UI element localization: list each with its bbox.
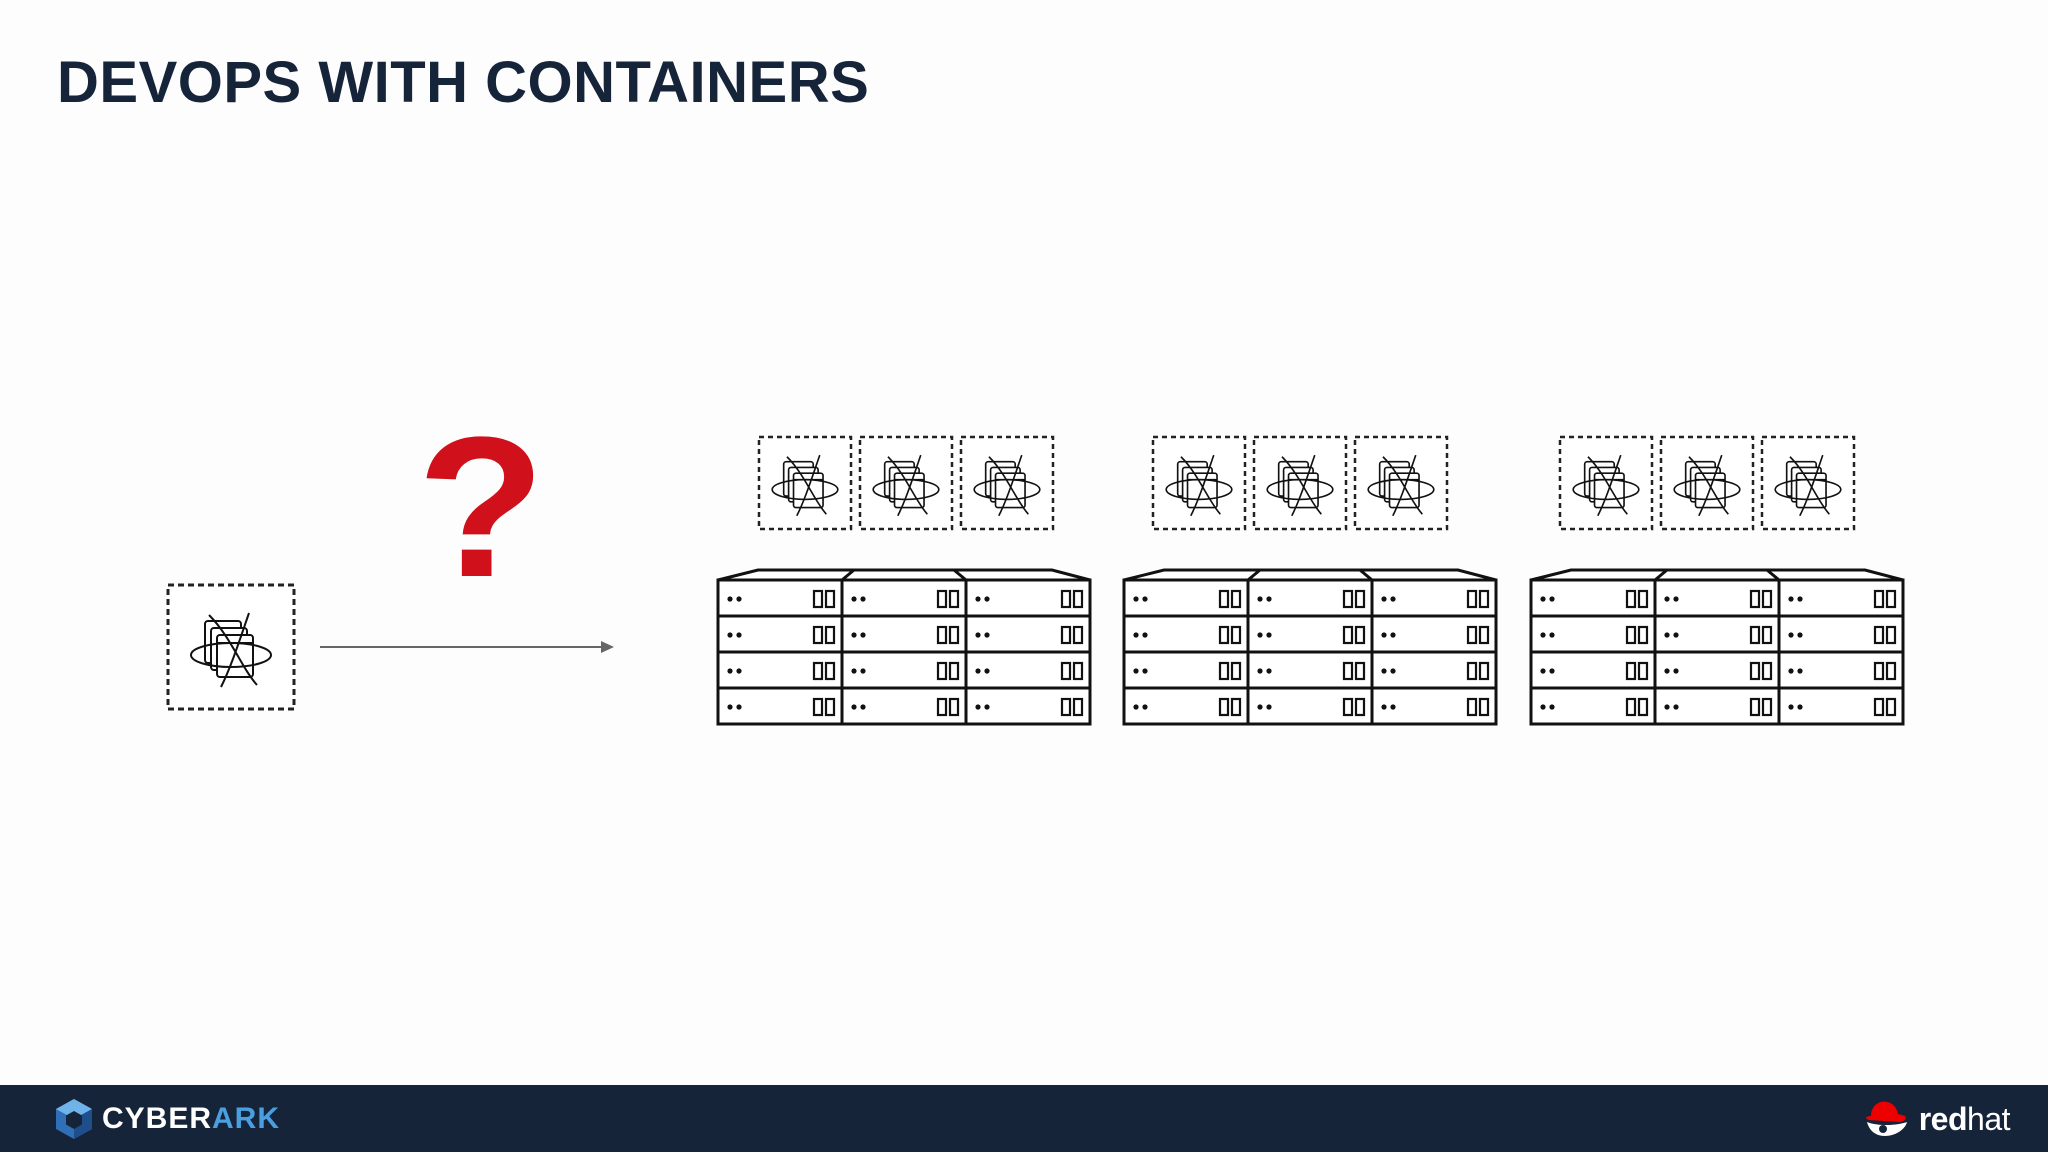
container-icon (1560, 437, 1652, 529)
cyberark-cube-icon (56, 1099, 92, 1139)
container-icon (759, 437, 851, 529)
cyberark-text-part2: ARK (212, 1102, 281, 1135)
container-icon (1355, 437, 1447, 529)
server-rack-icon (1531, 570, 1903, 724)
redhat-text-part2: hat (1967, 1100, 2010, 1137)
question-mark: ? (416, 396, 546, 619)
redhat-text-part1: red (1918, 1100, 1968, 1137)
container-icon (860, 437, 952, 529)
deployment-diagram (166, 0, 2048, 1085)
server-group-3 (1531, 437, 1903, 724)
container-icon (1661, 437, 1753, 529)
redhat-shadowman-icon (1865, 1101, 1907, 1136)
server-group-2 (1124, 437, 1496, 724)
server-rack-icon (1124, 570, 1496, 724)
source-container-icon (166, 583, 296, 711)
server-group-1 (718, 437, 1090, 724)
container-icon (1254, 437, 1346, 529)
deploy-arrow (320, 641, 614, 653)
server-rack-icon (718, 570, 1090, 724)
container-icon (1153, 437, 1245, 529)
container-icon (1762, 437, 1854, 529)
cyberark-text-part1: CYBER (102, 1102, 213, 1135)
container-icon (961, 437, 1053, 529)
slide-title: DEVOPS WITH CONTAINERS (57, 50, 870, 115)
